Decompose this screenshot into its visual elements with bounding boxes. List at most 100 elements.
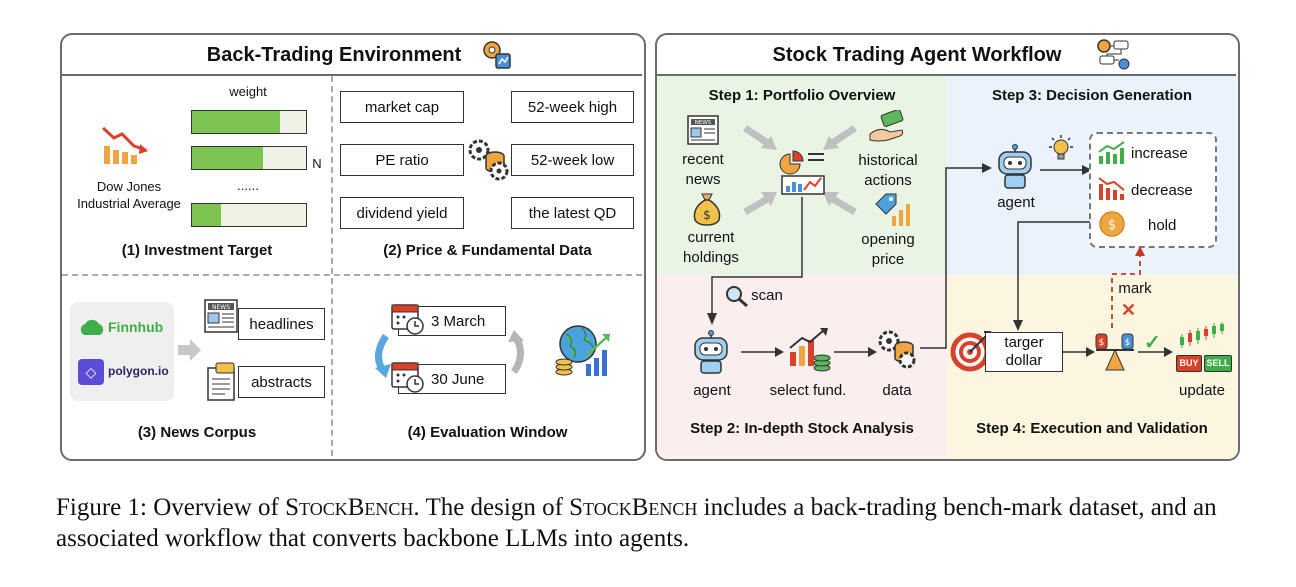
back-trading-title: Back-Trading Environment — [206, 44, 462, 66]
historical-actions-line2: actions — [864, 172, 912, 189]
index-name: Dow Jones Industrial Average — [60, 178, 198, 212]
weight-label: weight — [229, 84, 267, 99]
workflow-title: Stock Trading Agent Workflow — [772, 44, 1062, 66]
calendar-clock-icon-end — [391, 362, 424, 393]
balance-scale-icon: $ $ — [1095, 333, 1134, 371]
abstracts-box: abstracts — [238, 366, 325, 398]
step4-title: Step 4: Execution and Validation — [976, 420, 1208, 437]
n-label: N — [312, 156, 322, 171]
globe-growth-icon — [555, 325, 610, 376]
select-fund-icon — [789, 328, 831, 372]
current-holdings-line1: current — [687, 229, 735, 246]
svg-text:$: $ — [1125, 338, 1131, 348]
weight-bar-fill-1 — [192, 111, 280, 133]
document-icon — [207, 362, 235, 401]
step1-title: Step 1: Portfolio Overview — [708, 87, 896, 104]
svg-text:$: $ — [1099, 338, 1105, 348]
figure-label: Figure 1: Overview of — [56, 494, 279, 521]
dow-jones-chart-icon — [101, 126, 148, 164]
recent-news-label: recent news — [664, 150, 742, 190]
index-name-line1: Dow Jones — [96, 179, 162, 194]
target-dollar-box: targer dollar — [985, 332, 1063, 372]
step2-title: Step 2: In-depth Stock Analysis — [690, 420, 914, 437]
historical-actions-line1: historical — [858, 152, 918, 169]
back-trading-icon — [483, 41, 511, 69]
weight-bar-fill-3 — [192, 204, 221, 226]
current-holdings-line2: holdings — [683, 249, 739, 266]
handshake-money-icon — [869, 110, 904, 142]
lightbulb-idea-icon — [1049, 135, 1073, 160]
step1-to-step2-arrow — [707, 197, 803, 325]
news-corpus-caption: (3) News Corpus — [137, 424, 257, 441]
mark-dashed-arrow — [1111, 246, 1145, 328]
gray-arrow-icon — [178, 339, 201, 361]
recent-news-line1: recent — [682, 151, 724, 168]
hold-coin-icon: $ — [1099, 211, 1125, 237]
svg-text:$: $ — [703, 208, 711, 222]
current-holdings-label: current holdings — [664, 228, 758, 268]
pe-ratio-box: PE ratio — [340, 144, 464, 176]
mark-cross-icon: ✕ — [1121, 300, 1137, 320]
stockbench-name-1: StockBench — [285, 494, 414, 521]
left-horizontal-divider — [62, 274, 642, 276]
data-gears-icon — [878, 330, 916, 369]
decrease-label: decrease — [1131, 182, 1193, 199]
newspaper-small-icon: NEWS — [687, 115, 719, 145]
market-cap-box: market cap — [340, 91, 464, 123]
dashboard-chart-icon — [779, 150, 825, 195]
curved-arrows-icon — [375, 330, 524, 378]
headlines-box: headlines — [238, 308, 325, 340]
select-fund-label: select fund. — [769, 382, 847, 399]
sell-badge: SELL — [1204, 355, 1232, 372]
decision-to-step4-arrow — [1013, 221, 1090, 331]
figure-caption: Figure 1: Overview of StockBench. The de… — [56, 492, 1246, 554]
workflow-icon — [1097, 39, 1130, 70]
finnhub-cloud-icon — [80, 319, 104, 335]
dividend-yield-box: dividend yield — [340, 197, 464, 229]
increase-icon — [1098, 141, 1125, 164]
robot-agent-icon-step2 — [694, 330, 728, 374]
latest-qd-box: the latest QD — [511, 197, 634, 229]
target-to-scale-arrow — [1062, 347, 1095, 357]
svg-text:NEWS: NEWS — [212, 304, 230, 311]
price-data-caption: (2) Price & Fundamental Data — [383, 242, 592, 259]
stockbench-name-2: StockBench — [569, 494, 698, 521]
start-date-label: 3 March — [431, 312, 486, 330]
validation-check-icon: ✓ — [1144, 332, 1161, 354]
price-tag-chart-icon — [875, 193, 910, 226]
opening-price-line1: opening — [861, 231, 915, 248]
scan-label: scan — [751, 287, 783, 304]
buy-badge: BUY — [1176, 355, 1202, 372]
investment-target-caption: (1) Investment Target — [121, 242, 273, 259]
robot-agent-icon-step3 — [998, 144, 1032, 189]
weight-bar-fill-2 — [192, 147, 263, 169]
opening-price-line2: price — [871, 251, 905, 268]
caption-text-2: includes a back-trading bench-mark datas… — [56, 494, 1217, 552]
evaluation-window-caption: (4) Evaluation Window — [407, 424, 568, 441]
scan-magnifier-icon — [726, 286, 748, 308]
weight-bar-2 — [191, 146, 307, 170]
left-vertical-divider — [331, 76, 333, 456]
candlestick-icon — [1180, 322, 1224, 348]
52-week-high-box: 52-week high — [511, 91, 634, 123]
left-title-divider — [62, 74, 642, 76]
historical-actions-label: historical actions — [848, 151, 928, 191]
step2-to-step3-arrow — [920, 163, 992, 349]
step3-agent-to-decision-arrow — [1040, 165, 1092, 175]
news-source-card — [70, 302, 174, 401]
scale-to-update-arrow — [1138, 347, 1173, 357]
52-week-low-box: 52-week low — [511, 144, 634, 176]
weight-bar-1 — [191, 110, 307, 134]
caption-text-1: . The design of — [413, 494, 563, 521]
decrease-icon — [1098, 177, 1125, 200]
step3-title: Step 3: Decision Generation — [991, 87, 1193, 104]
target-dollar-line2: dollar — [1005, 352, 1043, 369]
mark-label: mark — [1118, 280, 1152, 297]
polygon-logo-icon: ◇ — [78, 359, 104, 385]
calendar-clock-icon-start — [391, 304, 424, 335]
gray-converging-arrows — [743, 125, 857, 216]
update-label: update — [1179, 382, 1225, 399]
step2-arrow-2 — [834, 347, 877, 357]
polygon-label: polygon.io — [108, 364, 169, 378]
svg-text:$: $ — [1108, 218, 1116, 233]
